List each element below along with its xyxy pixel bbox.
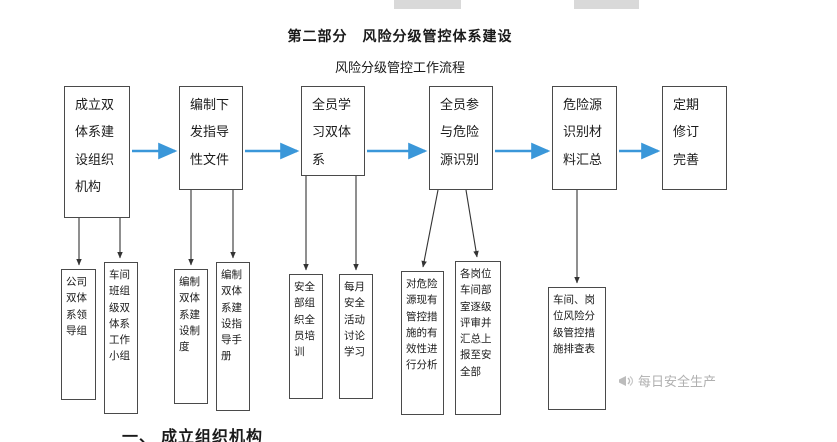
flow-child-system-rules: 编制双体系建设制度 [174,269,208,404]
flow-child-guidance-manual: 编制双体系建设指导手册 [216,262,250,411]
flow-step-periodic-revise: 定期 修订 完善 [662,86,727,190]
watermark: 每日安全生产 [616,371,716,390]
flow-child-monthly-activity: 每月安全活动讨论学习 [339,274,373,399]
top-gray-block-right [574,0,639,9]
flow-child-workshop-work-group: 车间班组级双体系工作小组 [104,262,138,414]
flow-arrow-down-4b [465,189,479,258]
top-gray-block-left [394,0,461,9]
page-title: 第二部分 风险分级管控体系建设 [287,30,513,45]
flow-child-all-staff-training: 安全部组织全员培训 [289,274,323,399]
flow-child-control-checklist: 车间、岗位风险分级管控措施排查表 [548,287,606,410]
flow-step-material-summary: 危险源 识别材 料汇总 [552,86,617,190]
flow-step-issue-documents: 编制下 发指导 性文件 [179,86,243,190]
flow-arrow-down-4a [421,189,439,268]
section-heading: 一、 成立组织机构 [122,429,264,442]
flow-child-review-report: 各岗位车间部室逐级评审并汇总上报至安全部 [455,261,501,415]
megaphone-icon [619,375,634,386]
flow-step-hazard-identify: 全员参 与危险 源识别 [429,86,493,190]
flow-arrow-down-group [76,176,580,284]
flow-step-staff-learning: 全员学 习双体 系 [301,86,365,176]
watermark-text: 每日安全生产 [638,374,717,389]
flow-step-establish-org: 成立双 体系建 设组织 机构 [64,86,130,218]
flow-child-effectiveness-analysis: 对危险源现有管控措施的有效性进行分析 [401,271,444,415]
flow-child-company-leader-group: 公司双体系领导组 [61,269,96,400]
flow-subtitle: 风险分级管控工作流程 [334,60,465,75]
